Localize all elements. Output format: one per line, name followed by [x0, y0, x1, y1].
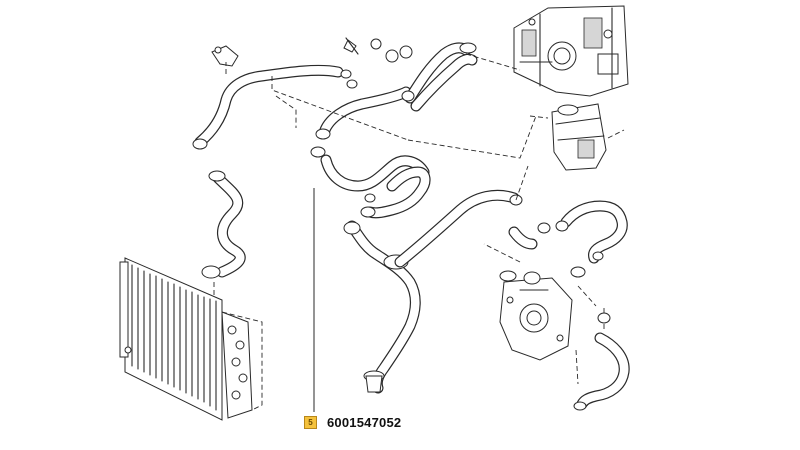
radiator [119, 257, 223, 421]
radiator-end-tank [221, 311, 263, 419]
engine-block [513, 5, 629, 97]
water-pump-housing [499, 266, 586, 361]
heater-return-hose [320, 154, 431, 219]
lower-radiator-hose [201, 170, 246, 296]
callout-marker-icon[interactable]: 5 [304, 416, 317, 429]
heater-hoses-right [508, 200, 630, 411]
part-number-label[interactable]: 6001547052 [327, 415, 402, 430]
upper-left-hose [192, 45, 344, 150]
expansion-tank [529, 103, 625, 171]
bypass-hose-assembly [271, 37, 478, 158]
main-coolant-hose [343, 189, 523, 394]
part-callout[interactable]: 5 6001547052 [304, 415, 401, 430]
